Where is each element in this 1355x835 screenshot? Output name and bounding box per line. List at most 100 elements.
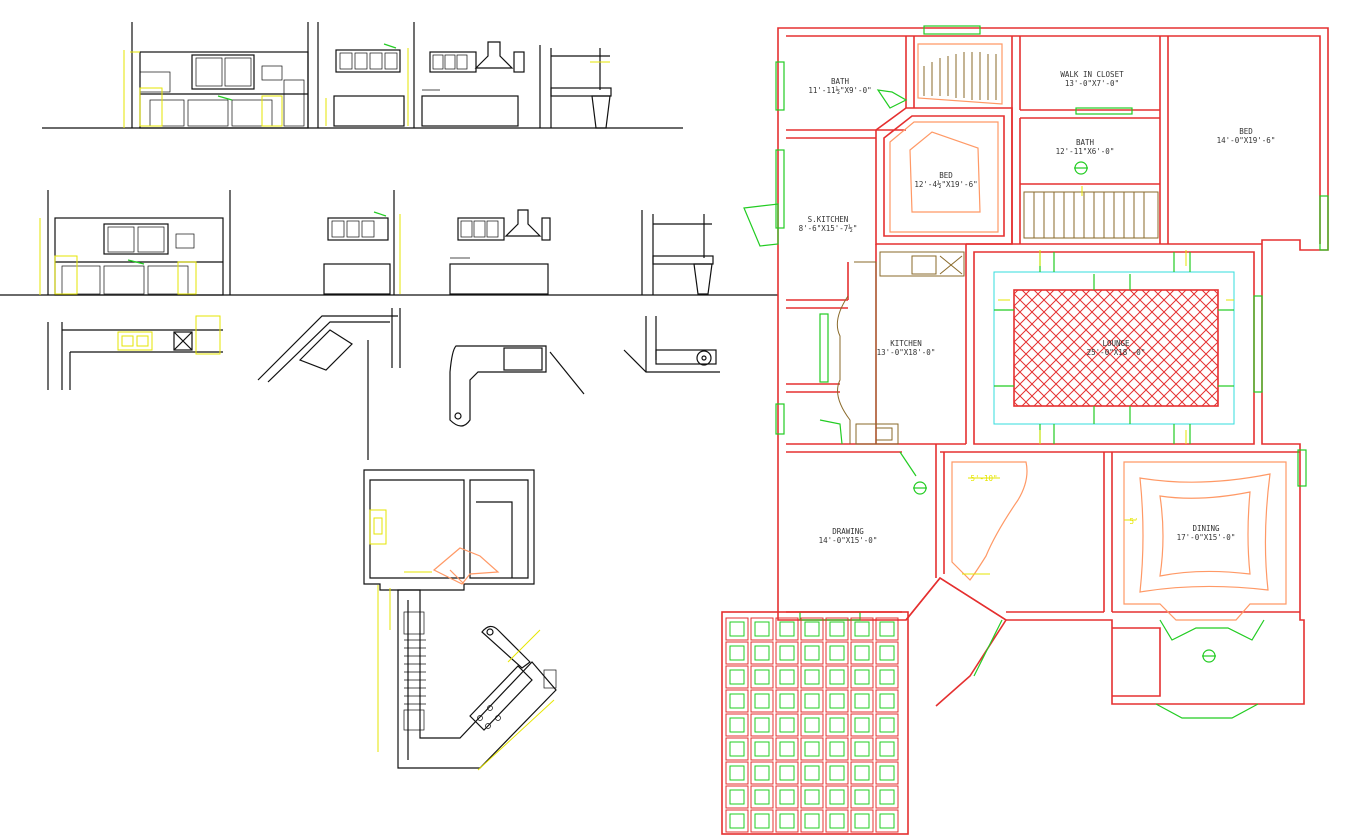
patio-tile-inner bbox=[754, 645, 770, 661]
patio-tile-inner bbox=[729, 693, 745, 709]
patio-tile bbox=[850, 761, 874, 785]
patio-tile bbox=[800, 689, 824, 713]
patio-tile bbox=[825, 809, 849, 833]
patio-tile bbox=[775, 713, 799, 737]
patio-tile-inner bbox=[854, 669, 870, 685]
patio-tile-inner bbox=[879, 645, 895, 661]
patio-tile-inner bbox=[754, 693, 770, 709]
room-name-dining: DINING bbox=[1192, 524, 1220, 533]
patio-tile-inner bbox=[804, 765, 820, 781]
room-size-bath2: 12'-11"X6'-0" bbox=[1056, 147, 1115, 156]
patio-tile bbox=[825, 617, 849, 641]
room-name-bath2: BATH bbox=[1076, 138, 1095, 147]
patio-tile-inner bbox=[779, 765, 795, 781]
patio-tile-inner bbox=[829, 765, 845, 781]
patio-tile-inner bbox=[754, 765, 770, 781]
patio-tile-inner bbox=[779, 789, 795, 805]
patio-tile bbox=[750, 713, 774, 737]
patio-tile bbox=[725, 809, 749, 833]
patio-tile bbox=[850, 713, 874, 737]
patio-tile-inner bbox=[829, 621, 845, 637]
patio-tile-inner bbox=[879, 765, 895, 781]
room-size-skitchen: 8'-6"X15'-7½" bbox=[799, 224, 858, 233]
patio-tile bbox=[725, 713, 749, 737]
patio-tile-inner bbox=[779, 645, 795, 661]
room-name-bed1: BED bbox=[939, 171, 953, 180]
patio-tile bbox=[850, 809, 874, 833]
patio-tile bbox=[875, 713, 899, 737]
patio-tile bbox=[775, 641, 799, 665]
patio-tile-inner bbox=[879, 789, 895, 805]
patio-tile-inner bbox=[729, 645, 745, 661]
patio-tile-inner bbox=[829, 645, 845, 661]
patio-tile-inner bbox=[854, 741, 870, 757]
patio-tile bbox=[825, 689, 849, 713]
patio-tile-inner bbox=[879, 741, 895, 757]
patio-tile-inner bbox=[804, 717, 820, 733]
room-labels: BATH 11'-11½"X9'-0" BED 12'-4½"X19'-6" W… bbox=[799, 70, 1276, 545]
patio-tile bbox=[850, 641, 874, 665]
patio-tile bbox=[875, 641, 899, 665]
patio-tile bbox=[850, 689, 874, 713]
patio-tile-inner bbox=[779, 717, 795, 733]
patio-tile-inner bbox=[829, 789, 845, 805]
room-size-kitchen: 13'-0"X18'-0" bbox=[877, 348, 936, 357]
patio-tile-inner bbox=[854, 789, 870, 805]
patio-tile bbox=[800, 617, 824, 641]
kitchen-elevations-row-1 bbox=[42, 22, 683, 129]
patio-tile bbox=[850, 665, 874, 689]
room-size-bed1: 12'-4½"X19'-6" bbox=[914, 180, 977, 189]
patio-tile-inner bbox=[829, 693, 845, 709]
patio-tile bbox=[850, 617, 874, 641]
patio-tile-inner bbox=[854, 621, 870, 637]
patio-tile-inner bbox=[879, 717, 895, 733]
patio-tile bbox=[750, 761, 774, 785]
patio-tile-inner bbox=[779, 813, 795, 829]
patio-tile-inner bbox=[754, 813, 770, 829]
patio-tile bbox=[825, 713, 849, 737]
patio-tile-inner bbox=[804, 813, 820, 829]
room-name-bath1: BATH bbox=[831, 77, 850, 86]
patio-tile bbox=[750, 785, 774, 809]
patio-tile bbox=[825, 665, 849, 689]
patio-tile bbox=[850, 737, 874, 761]
patio-tile-inner bbox=[729, 717, 745, 733]
patio-tile-inner bbox=[754, 741, 770, 757]
patio-tile-inner bbox=[804, 645, 820, 661]
patio-tile bbox=[775, 689, 799, 713]
patio-tile bbox=[750, 809, 774, 833]
patio-tile-inner bbox=[729, 813, 745, 829]
patio-tile-inner bbox=[754, 717, 770, 733]
patio-tile-inner bbox=[854, 813, 870, 829]
patio-tile bbox=[775, 785, 799, 809]
room-name-drawing: DRAWING bbox=[832, 527, 864, 536]
room-name-skitchen: S.KITCHEN bbox=[808, 215, 849, 224]
patio-tile bbox=[875, 665, 899, 689]
room-size-bath1: 11'-11½"X9'-0" bbox=[808, 86, 871, 95]
patio-tile bbox=[825, 737, 849, 761]
patio-tile bbox=[725, 761, 749, 785]
patio-tile-inner bbox=[804, 693, 820, 709]
patio-tile-inner bbox=[754, 789, 770, 805]
patio-tile bbox=[775, 761, 799, 785]
patio-tile bbox=[725, 737, 749, 761]
room-name-lounge: LOUNGE bbox=[1102, 339, 1130, 348]
patio-tile-inner bbox=[829, 813, 845, 829]
patio-tile-inner bbox=[879, 693, 895, 709]
patio-tile bbox=[875, 761, 899, 785]
kitchen-layout-plan bbox=[363, 469, 557, 771]
patio-tile bbox=[750, 689, 774, 713]
patio-tile bbox=[750, 737, 774, 761]
patio-tile bbox=[800, 785, 824, 809]
patio-tile-inner bbox=[779, 693, 795, 709]
patio-tile-inner bbox=[804, 741, 820, 757]
room-size-dining: 17'-0"X15'-0" bbox=[1177, 533, 1236, 542]
room-name-bed2: BED bbox=[1239, 127, 1253, 136]
patio-tile-inner bbox=[804, 621, 820, 637]
patio-tile bbox=[750, 617, 774, 641]
patio-tile bbox=[800, 665, 824, 689]
patio-tile bbox=[825, 641, 849, 665]
patio-tile bbox=[775, 737, 799, 761]
patio-tile-inner bbox=[779, 741, 795, 757]
patio-tile bbox=[875, 737, 899, 761]
